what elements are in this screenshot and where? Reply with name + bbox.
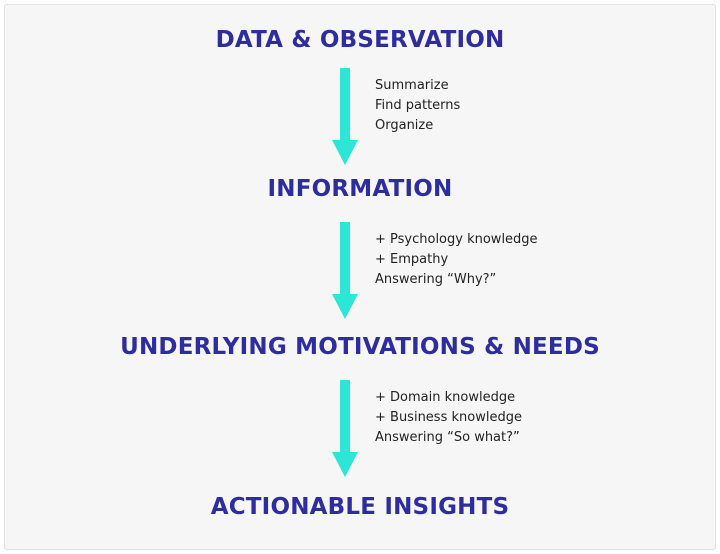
note-line: + Domain knowledge [375,390,516,405]
down-arrow-icon [330,222,360,320]
down-arrow-icon [330,68,360,166]
down-arrow-icon [330,380,360,478]
note-line: Organize [375,118,434,133]
stage-title-actionable-insights: ACTIONABLE INSIGHTS [210,494,510,520]
note-line: + Empathy [375,252,449,267]
diagram-background [4,4,716,550]
note-line: Summarize [375,78,449,93]
stage-title-data-observation: DATA & OBSERVATION [215,27,505,53]
note-line: + Business knowledge [375,410,522,425]
transition-notes-3: + Domain knowledge + Business knowledge … [375,388,522,448]
note-line: Find patterns [375,98,461,113]
note-line: Answering “So what?” [375,430,520,445]
transition-notes-1: Summarize Find patterns Organize [375,76,460,136]
stage-title-information: INFORMATION [267,176,453,202]
transition-notes-2: + Psychology knowledge + Empathy Answeri… [375,230,538,290]
note-line: + Psychology knowledge [375,232,538,247]
note-line: Answering “Why?” [375,272,497,287]
stage-title-underlying-motivations-needs: UNDERLYING MOTIVATIONS & NEEDS [120,334,600,360]
